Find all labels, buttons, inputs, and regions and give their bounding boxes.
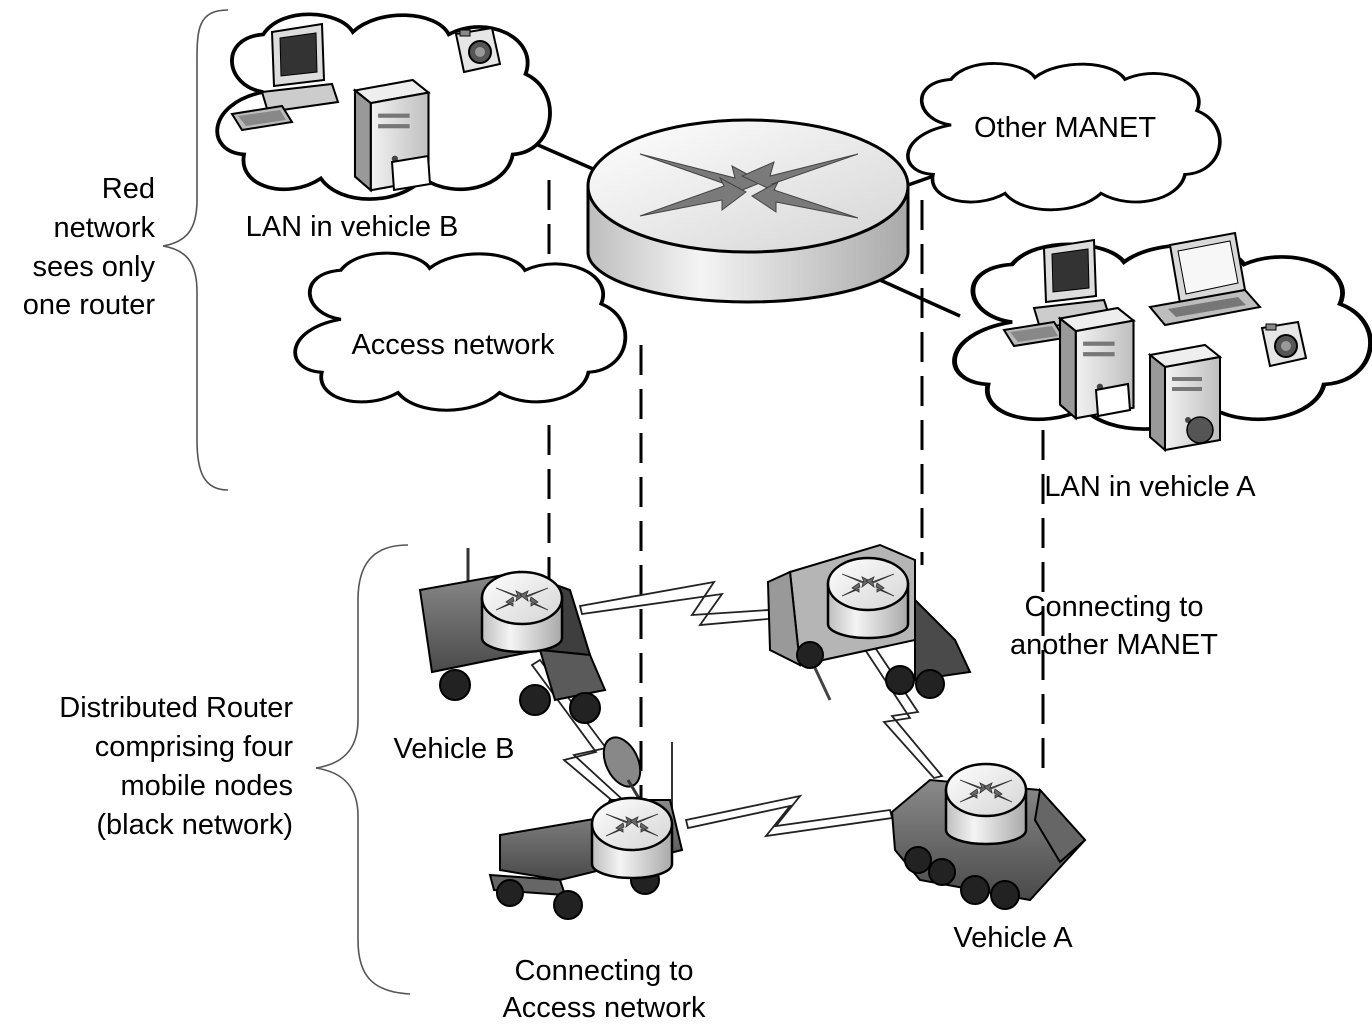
central-router-icon — [586, 118, 910, 304]
connecting-manet-label: Connecting to another MANET — [1010, 591, 1218, 661]
red-network-line-1: Red — [102, 173, 155, 205]
connecting-manet-line-1: Connecting to — [1025, 591, 1204, 623]
camera-icon — [455, 27, 501, 73]
lan-vehicle-b-label: LAN in vehicle B — [246, 211, 459, 243]
red-network-line-3: sees only — [32, 251, 155, 283]
red-network-line-2: network — [53, 212, 155, 244]
envelope-icon — [1094, 382, 1132, 418]
access-network-label: Access network — [351, 329, 555, 361]
router-icon — [944, 762, 1028, 846]
connecting-access-label: Connecting to Access network — [502, 955, 706, 1024]
connecting-access-line-1: Connecting to — [515, 955, 694, 987]
other-manet-label: Other MANET — [974, 112, 1156, 144]
globe-icon — [1186, 416, 1214, 444]
camera-icon — [1261, 321, 1307, 367]
router-icon — [590, 796, 674, 880]
wireless-link-top-to-a — [860, 638, 944, 780]
distributed-router-line-1: Distributed Router — [59, 692, 293, 724]
wireless-link-bottom-to-a — [684, 794, 894, 838]
link-lan-a — [879, 278, 961, 318]
red-network-brace — [162, 9, 229, 491]
distributed-router-line-4: (black network) — [96, 809, 293, 841]
distributed-router-line-3: mobile nodes — [121, 770, 294, 802]
router-icon — [480, 570, 564, 654]
connecting-access-line-2: Access network — [502, 992, 706, 1024]
distributed-router-line-2: comprising four — [95, 731, 294, 763]
red-network-line-4: one router — [23, 289, 156, 321]
vehicle-a-label: Vehicle A — [953, 922, 1073, 954]
connecting-manet-line-2: another MANET — [1010, 629, 1218, 661]
lan-vehicle-a-label: LAN in vehicle A — [1044, 471, 1256, 503]
red-network-label: Red network sees only one router — [23, 173, 156, 321]
distributed-router-label: Distributed Router comprising four mobil… — [59, 692, 293, 841]
vehicle-b-label: Vehicle B — [394, 733, 515, 765]
envelope-icon — [390, 154, 432, 192]
distributed-router-brace — [315, 544, 411, 995]
router-icon — [826, 556, 910, 640]
satellite-dish-icon — [602, 736, 673, 820]
